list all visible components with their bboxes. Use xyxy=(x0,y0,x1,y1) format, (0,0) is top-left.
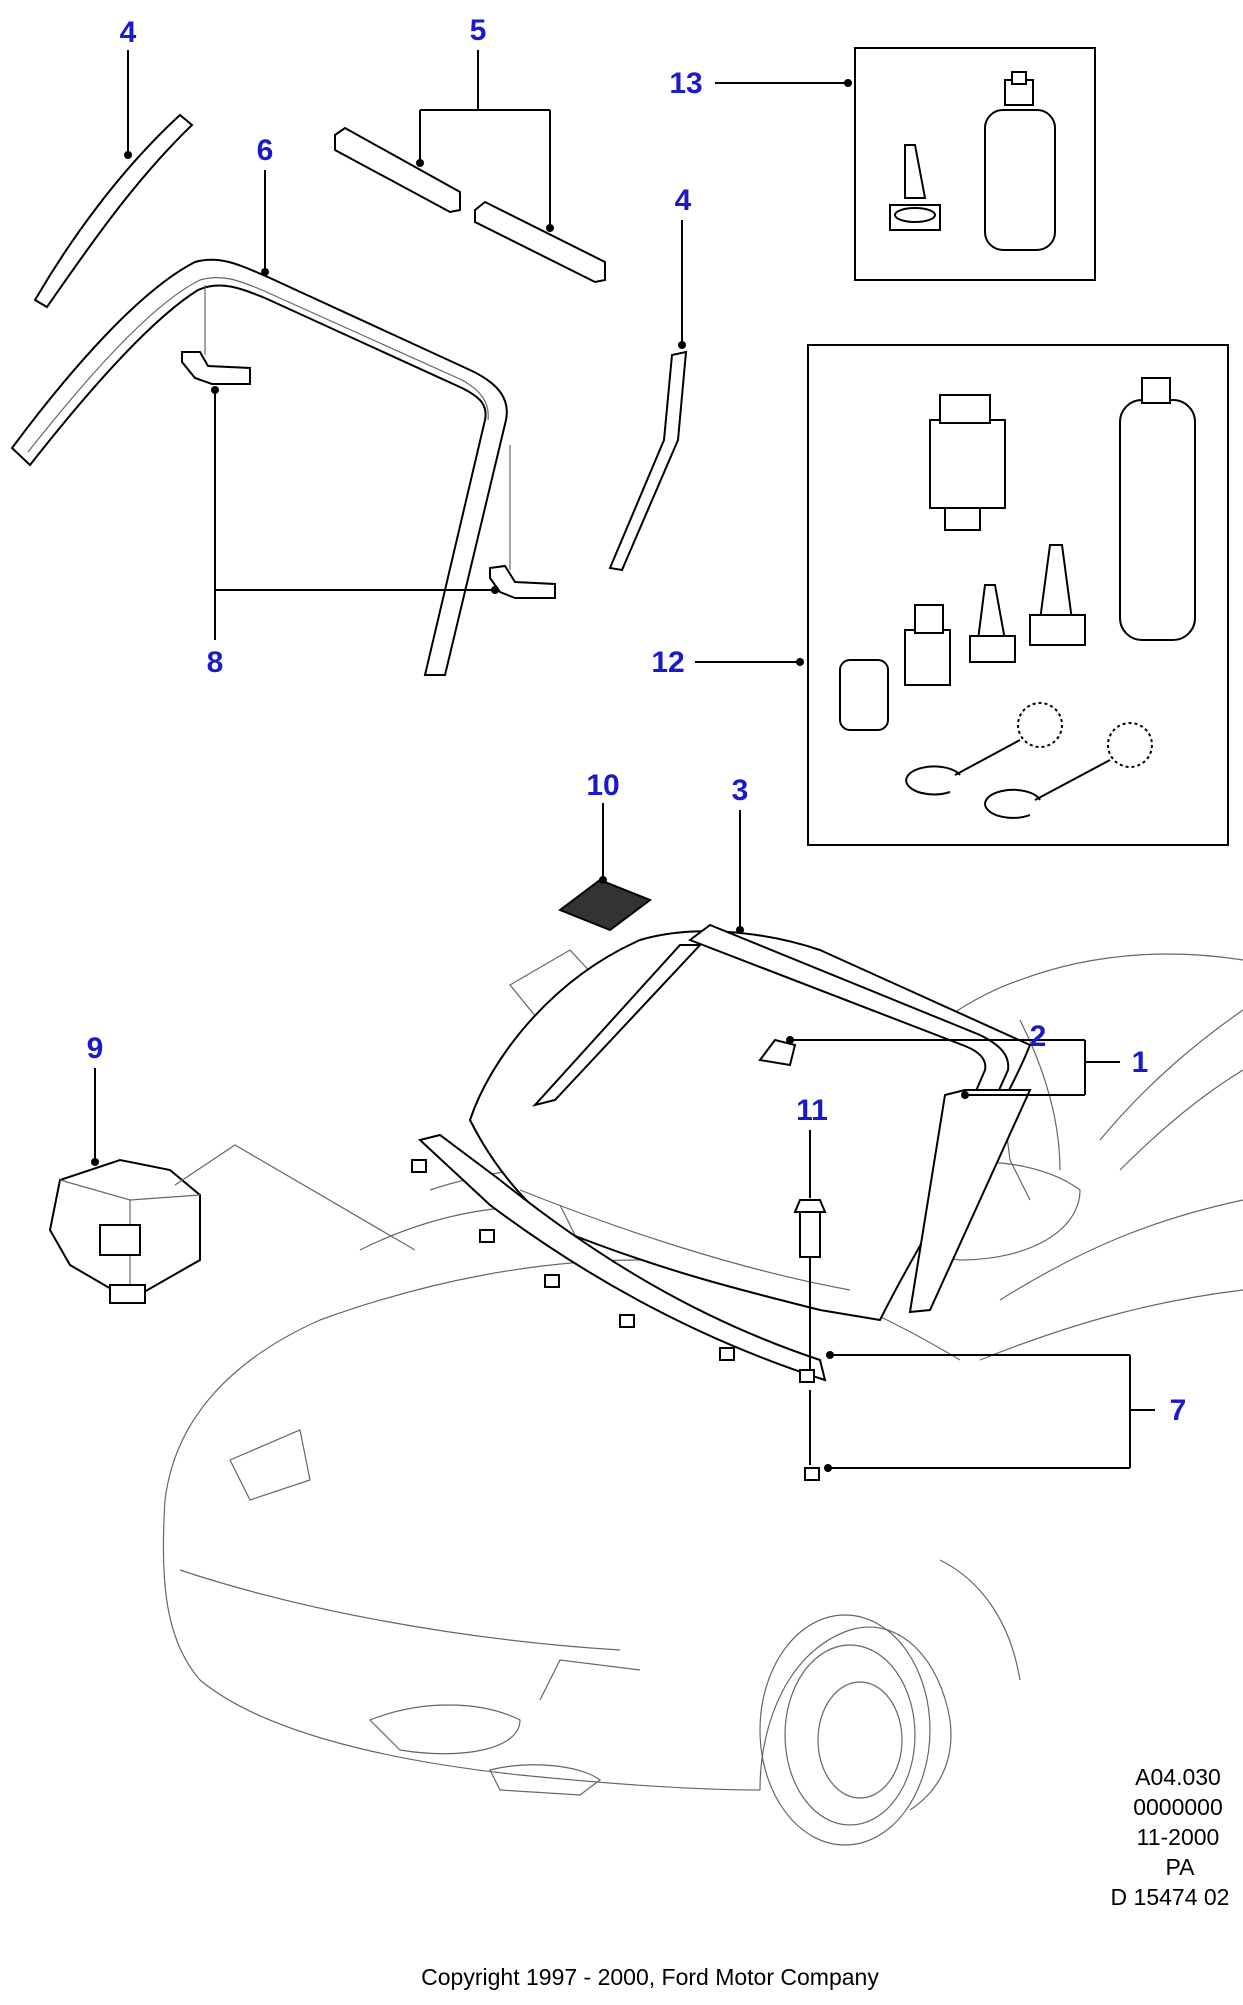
copyright-text: Copyright 1997 - 2000, Ford Motor Compan… xyxy=(421,1964,879,1990)
ref-code-2: 0000000 xyxy=(1133,1794,1223,1820)
callout-10: 10 xyxy=(586,769,619,802)
callout-4-right: 4 xyxy=(675,184,692,217)
callout-1: 1 xyxy=(1132,1046,1149,1079)
callout-12: 12 xyxy=(651,646,684,679)
part-12-kit-box xyxy=(807,344,1229,846)
callout-13: 13 xyxy=(669,67,702,100)
callout-labels: 4 5 6 4 13 8 12 10 3 2 1 9 11 7 xyxy=(87,14,1187,1427)
callout-2: 2 xyxy=(1030,1020,1047,1053)
callout-11: 11 xyxy=(796,1094,828,1127)
reference-codes: A04.030 0000000 11-2000 PA D 15474 02 xyxy=(1111,1764,1230,1910)
part-8-clips xyxy=(181,351,556,599)
part-3-windscreen-seal xyxy=(532,923,1032,1314)
part-6-surround-moulding xyxy=(10,258,508,676)
callout-5: 5 xyxy=(470,14,487,47)
part-5-strips xyxy=(334,126,606,284)
callout-8: 8 xyxy=(207,646,224,679)
callout-6: 6 xyxy=(257,134,274,167)
part-13-kit-box xyxy=(854,47,1096,281)
part-7-cowl-clips xyxy=(411,1133,827,1481)
part-4-right-moulding xyxy=(608,350,688,572)
leader-lines xyxy=(91,50,1155,1472)
callout-9: 9 xyxy=(87,1032,104,1065)
ref-code-5: D 15474 02 xyxy=(1111,1884,1230,1910)
part-11-bolt xyxy=(793,1199,827,1465)
callout-7: 7 xyxy=(1170,1394,1187,1427)
ref-code-4: PA xyxy=(1166,1854,1196,1880)
callout-3: 3 xyxy=(732,774,749,807)
part-2-mirror-base xyxy=(758,1038,797,1067)
ref-code-1: A04.030 xyxy=(1135,1764,1221,1790)
part-9-module xyxy=(48,1144,416,1304)
callout-4-left: 4 xyxy=(120,16,137,49)
ref-code-3: 11-2000 xyxy=(1137,1824,1220,1850)
part-4-left-moulding xyxy=(33,113,194,309)
